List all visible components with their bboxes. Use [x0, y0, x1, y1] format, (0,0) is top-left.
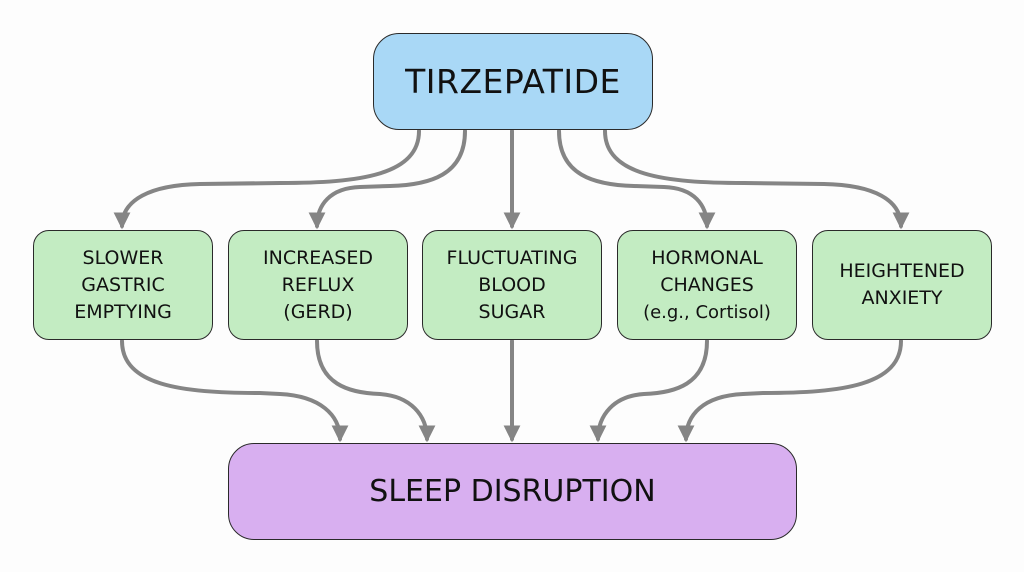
node-label-line: (GERD): [283, 300, 353, 323]
arrow-hormonal-to-sleep: [589, 339, 709, 443]
node-label-line: EMPTYING: [74, 300, 172, 323]
node-slower-gastric-emptying: SLOWER GASTRIC EMPTYING: [33, 230, 213, 340]
node-label-line: REFLUX: [281, 273, 355, 296]
node-label-line: FLUCTUATING: [446, 246, 578, 269]
node-label-line: BLOOD: [478, 273, 546, 296]
node-label-line: (e.g., Cortisol): [643, 301, 771, 323]
node-label-line: GASTRIC: [81, 273, 165, 296]
arrow-anxiety-to-sleep: [677, 339, 903, 443]
arrow-tirzepatide-to-hormonal: [557, 129, 716, 230]
node-label-line: ANXIETY: [861, 287, 943, 309]
node-label-line: HEIGHTENED: [839, 260, 965, 282]
node-hormonal-changes: HORMONAL CHANGES (e.g., Cortisol): [617, 230, 797, 340]
node-increased-reflux: INCREASED REFLUX (GERD): [228, 230, 408, 340]
node-fluctuating-blood-sugar: FLUCTUATING BLOOD SUGAR: [422, 230, 602, 340]
node-label-line: INCREASED: [263, 246, 373, 269]
arrow-tirzepatide-to-gastric: [113, 129, 421, 230]
arrow-reflux-to-sleep: [315, 339, 436, 443]
arrow-tirzepatide-to-anxiety: [603, 129, 910, 230]
node-sleep-disruption: SLEEP DISRUPTION: [228, 443, 797, 540]
arrow-gastric-to-sleep: [120, 339, 349, 443]
node-tirzepatide: TIRZEPATIDE: [373, 33, 653, 130]
node-label-line: HORMONAL: [651, 246, 763, 269]
node-tirzepatide-label: TIRZEPATIDE: [405, 62, 621, 101]
node-sleep-disruption-label: SLEEP DISRUPTION: [369, 474, 656, 509]
node-heightened-anxiety: HEIGHTENED ANXIETY: [812, 230, 992, 340]
node-label-line: SUGAR: [478, 300, 546, 323]
arrow-tirzepatide-to-reflux: [308, 129, 467, 230]
node-label-line: CHANGES: [660, 273, 754, 296]
node-label-line: SLOWER: [82, 246, 164, 269]
